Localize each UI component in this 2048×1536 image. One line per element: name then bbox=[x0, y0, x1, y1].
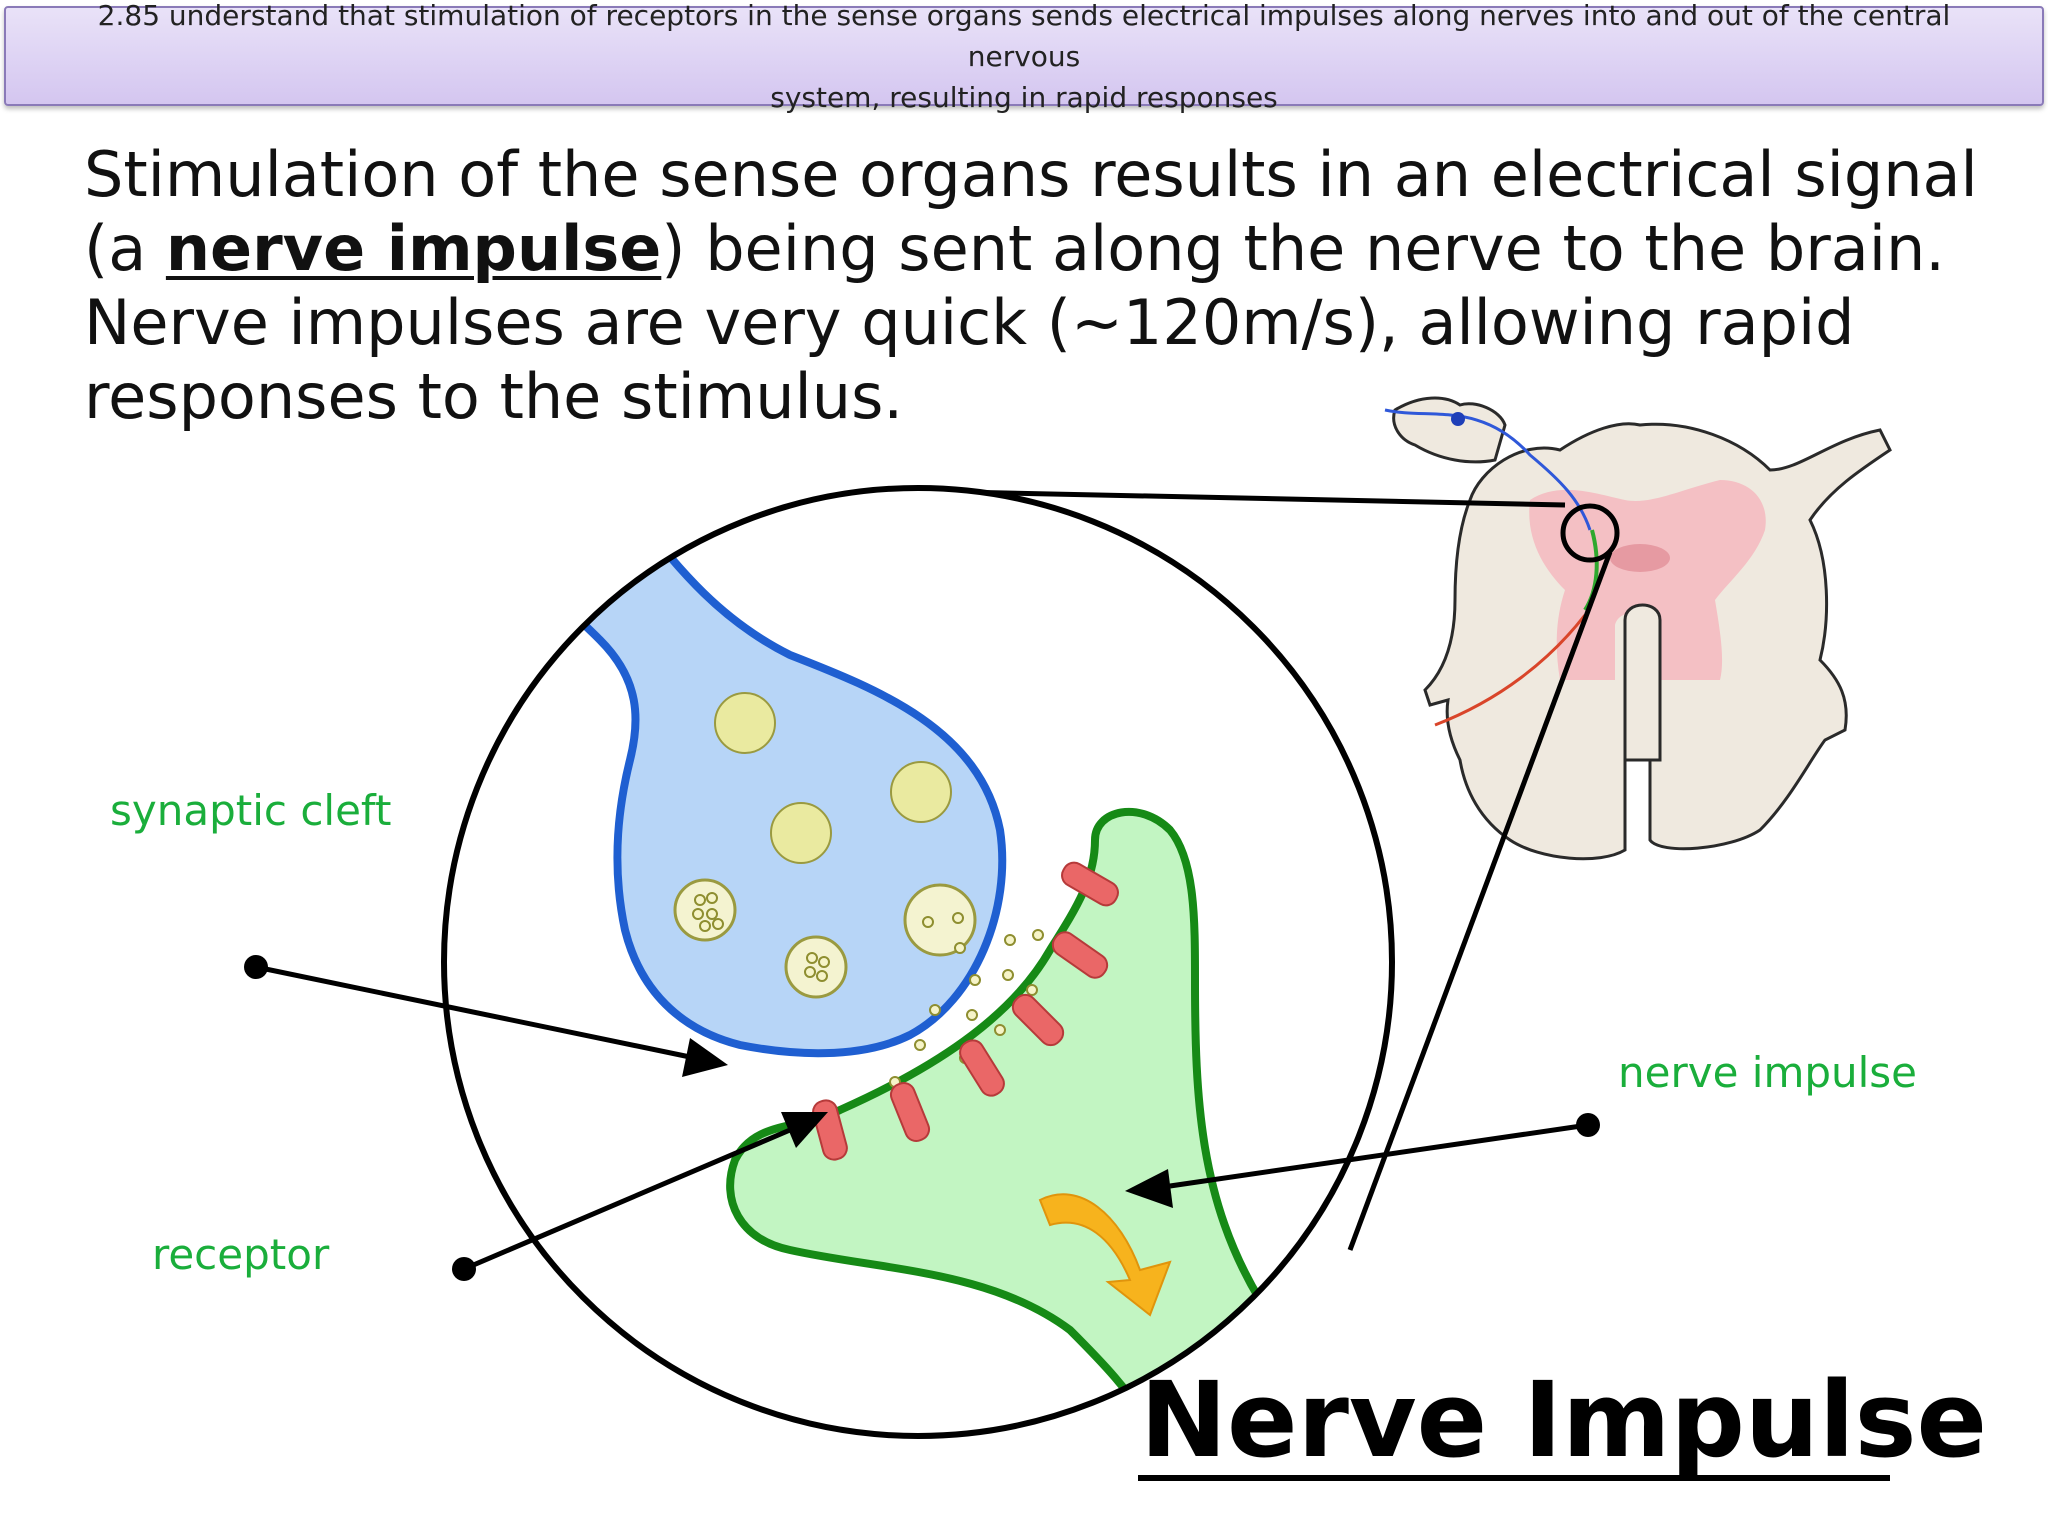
spec-line-2: system, resulting in rapid responses bbox=[770, 80, 1278, 114]
postsynaptic-dendrite bbox=[726, 808, 1315, 1436]
sensory-neuron-line bbox=[1384, 408, 1592, 531]
sensory-neuron-cell-body bbox=[1451, 412, 1465, 426]
pointer-line bbox=[1169, 1122, 1589, 1189]
receptor-protein bbox=[1011, 993, 1065, 1047]
pointer-line bbox=[255, 964, 691, 1060]
pointer-arrowhead bbox=[1125, 1169, 1173, 1208]
pointer-receptor bbox=[452, 1112, 828, 1281]
receptor-protein bbox=[959, 1039, 1005, 1097]
receptor-proteins bbox=[812, 861, 1119, 1161]
spinal-cord-central-canal bbox=[1610, 544, 1670, 572]
pointer-arrowhead bbox=[781, 1112, 828, 1148]
spec-text: 2.85 understand that stimulation of rece… bbox=[46, 0, 2002, 118]
intro-line-2-post: ) being sent along the nerve to the brai… bbox=[661, 212, 1945, 285]
pointer-arrowhead bbox=[682, 1038, 728, 1077]
intro-paragraph: Stimulation of the sense organs results … bbox=[84, 138, 2004, 434]
spec-line-1: 2.85 understand that stimulation of rece… bbox=[97, 0, 1951, 73]
spinal-cord-grey-matter bbox=[1529, 480, 1766, 680]
label-nerve-impulse: nerve impulse bbox=[1618, 1048, 1918, 1097]
label-receptor: receptor bbox=[152, 1230, 330, 1279]
impulse-direction-arrow bbox=[1038, 1193, 1172, 1317]
slide-title-underline bbox=[1138, 1475, 1890, 1481]
intro-line-2: (a nerve impulse) being sent along the n… bbox=[84, 212, 2004, 286]
spinal-cord-median-fissure bbox=[1623, 603, 1662, 762]
spinal-cord-cross-section bbox=[1384, 396, 1892, 861]
key-term-nerve-impulse: nerve impulse bbox=[165, 212, 662, 285]
magnify-connector-side bbox=[1347, 551, 1613, 1251]
pointer-synaptic-cleft bbox=[244, 955, 728, 1077]
pointer-nerve-impulse bbox=[1125, 1113, 1600, 1208]
motor-neuron-line bbox=[1434, 614, 1587, 727]
intro-line-1: Stimulation of the sense organs results … bbox=[84, 138, 1978, 211]
vesicle bbox=[770, 802, 832, 864]
receptor-protein bbox=[1061, 861, 1119, 907]
vesicle bbox=[890, 761, 952, 823]
intro-line-4: responses to the stimulus. bbox=[84, 360, 904, 433]
receptor-protein bbox=[1051, 931, 1109, 979]
presynaptic-terminal bbox=[513, 515, 1007, 1058]
intro-line-2-pre: (a bbox=[84, 212, 166, 285]
spinal-cord-dorsal-root bbox=[1392, 396, 1507, 464]
vesicle-with-neurotransmitter bbox=[784, 935, 848, 999]
pointer-line bbox=[463, 1127, 791, 1272]
slide-title: Nerve Impulse bbox=[1140, 1359, 1988, 1481]
receptor-protein bbox=[889, 1082, 931, 1142]
intro-line-3: Nerve impulses are very quick (~120m/s),… bbox=[84, 286, 1855, 359]
label-synaptic-cleft: synaptic cleft bbox=[110, 786, 392, 835]
magnified-view-circle bbox=[441, 485, 1395, 1439]
spec-banner: 2.85 understand that stimulation of rece… bbox=[4, 0, 2044, 114]
vesicle-fusing bbox=[903, 883, 977, 957]
magnify-connector-top bbox=[959, 489, 1566, 508]
magnifier-small-circle bbox=[1560, 503, 1620, 563]
vesicle bbox=[714, 692, 776, 754]
